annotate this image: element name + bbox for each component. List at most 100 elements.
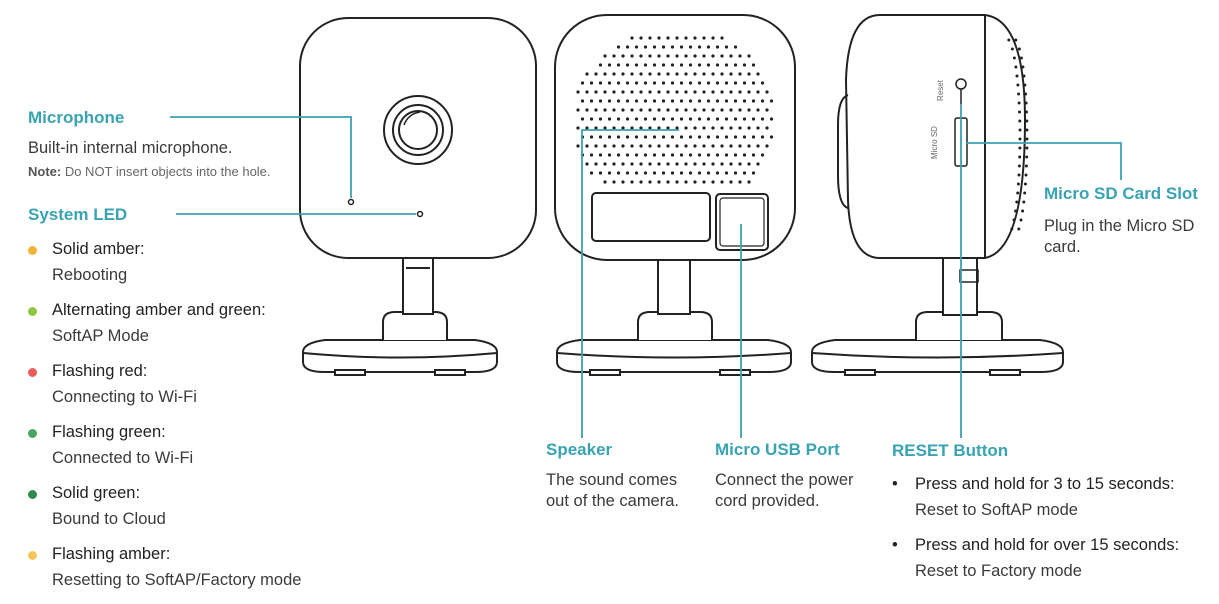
speaker-hole — [634, 45, 639, 49]
speaker-hole — [747, 162, 751, 166]
camera-side-view — [811, 14, 1064, 376]
micro-sd-callout-line — [966, 142, 1122, 180]
reset-item-desc: Reset to Factory mode — [915, 562, 1082, 580]
speaker-hole — [607, 153, 612, 157]
speaker-hole — [706, 99, 711, 103]
speaker-hole — [684, 72, 688, 76]
speaker-hole — [738, 126, 742, 130]
speaker-hole — [616, 99, 621, 103]
speaker-hole — [702, 162, 706, 166]
speaker-hole — [598, 117, 603, 121]
speaker-hole — [630, 54, 634, 58]
speaker-hole — [711, 108, 715, 112]
speaker-hole — [738, 144, 742, 148]
speaker-hole — [616, 135, 621, 139]
speaker-hole — [598, 153, 603, 157]
speaker-hole — [648, 54, 652, 58]
speaker-hole — [747, 126, 751, 130]
speaker-hole — [630, 126, 634, 130]
speaker-hole — [684, 108, 688, 112]
speaker-hole — [702, 54, 706, 58]
speaker-hole — [585, 108, 589, 112]
bullet-icon: • — [892, 475, 898, 493]
speaker-hole — [1024, 173, 1028, 177]
speaker-hole — [711, 126, 715, 130]
microphone-callout-line — [170, 116, 352, 198]
speaker-hole — [1015, 74, 1019, 78]
speaker-hole — [733, 45, 738, 49]
speaker-hole — [733, 63, 738, 67]
bullet-icon: • — [892, 536, 898, 554]
speaker-hole — [711, 54, 715, 58]
speaker-hole — [756, 72, 760, 76]
led-item-desc: Connecting to Wi-Fi — [52, 388, 197, 406]
speaker-hole — [585, 90, 589, 94]
speaker-hole — [1022, 74, 1026, 78]
led-item-title: Flashing amber: — [52, 545, 171, 563]
speaker-hole — [670, 153, 675, 157]
speaker-hole — [765, 90, 769, 94]
speaker-hole — [706, 117, 711, 121]
speaker-hole — [724, 99, 729, 103]
speaker-hole — [693, 162, 697, 166]
speaker-hole — [1015, 200, 1019, 204]
speaker-hole — [684, 144, 688, 148]
speaker-hole — [715, 135, 720, 139]
speaker-hole — [684, 126, 688, 130]
speaker-hole — [598, 99, 603, 103]
speaker-hole — [1025, 110, 1028, 114]
speaker-hole — [733, 171, 738, 175]
speaker-hole — [702, 144, 706, 148]
speaker-hole — [715, 45, 720, 49]
speaker-hole — [652, 81, 657, 85]
speaker-hole — [666, 126, 670, 130]
speaker-hole — [589, 117, 594, 121]
speaker-hole — [724, 81, 729, 85]
speaker-hole — [675, 54, 679, 58]
speaker-hole — [607, 171, 612, 175]
speaker-hole — [589, 135, 594, 139]
speaker-hole — [612, 126, 616, 130]
speaker-hole — [675, 162, 679, 166]
speaker-hole — [661, 117, 666, 121]
speaker-hole — [603, 72, 607, 76]
speaker-hole — [1021, 65, 1025, 69]
speaker-title: Speaker — [546, 440, 613, 459]
speaker-hole — [594, 126, 598, 130]
speaker-hole — [661, 63, 666, 67]
speaker-hole — [720, 162, 724, 166]
speaker-hole — [1017, 173, 1021, 177]
speaker-hole — [751, 99, 756, 103]
speaker-hole — [598, 63, 603, 67]
speaker-hole — [648, 144, 652, 148]
speaker-hole — [594, 162, 598, 166]
microphone-note: Note: Do NOT insert objects into the hol… — [28, 164, 271, 179]
speaker-hole — [670, 45, 675, 49]
speaker-grille — [576, 36, 774, 184]
speaker-hole — [639, 126, 643, 130]
speaker-hole — [652, 135, 657, 139]
speaker-hole — [589, 171, 594, 175]
speaker-hole — [652, 45, 657, 49]
speaker-hole — [720, 72, 724, 76]
speaker-hole — [1016, 182, 1020, 186]
speaker-hole — [760, 81, 765, 85]
micro-usb-desc-line1: Connect the power — [715, 471, 854, 489]
speaker-hole — [634, 63, 639, 67]
speaker-hole — [765, 144, 769, 148]
speaker-hole — [594, 144, 598, 148]
speaker-hole — [697, 99, 702, 103]
speaker-hole — [589, 81, 594, 85]
speaker-hole — [589, 99, 594, 103]
speaker-hole — [729, 72, 733, 76]
device-reset-label: Reset — [935, 80, 945, 101]
speaker-hole — [1017, 92, 1021, 96]
speaker-hole — [675, 108, 679, 112]
speaker-hole — [675, 72, 679, 76]
speaker-hole — [585, 126, 589, 130]
speaker-hole — [747, 144, 751, 148]
speaker-hole — [738, 90, 742, 94]
speaker-hole — [666, 36, 670, 40]
speaker-hole — [607, 81, 612, 85]
led-status-dot — [28, 551, 37, 560]
